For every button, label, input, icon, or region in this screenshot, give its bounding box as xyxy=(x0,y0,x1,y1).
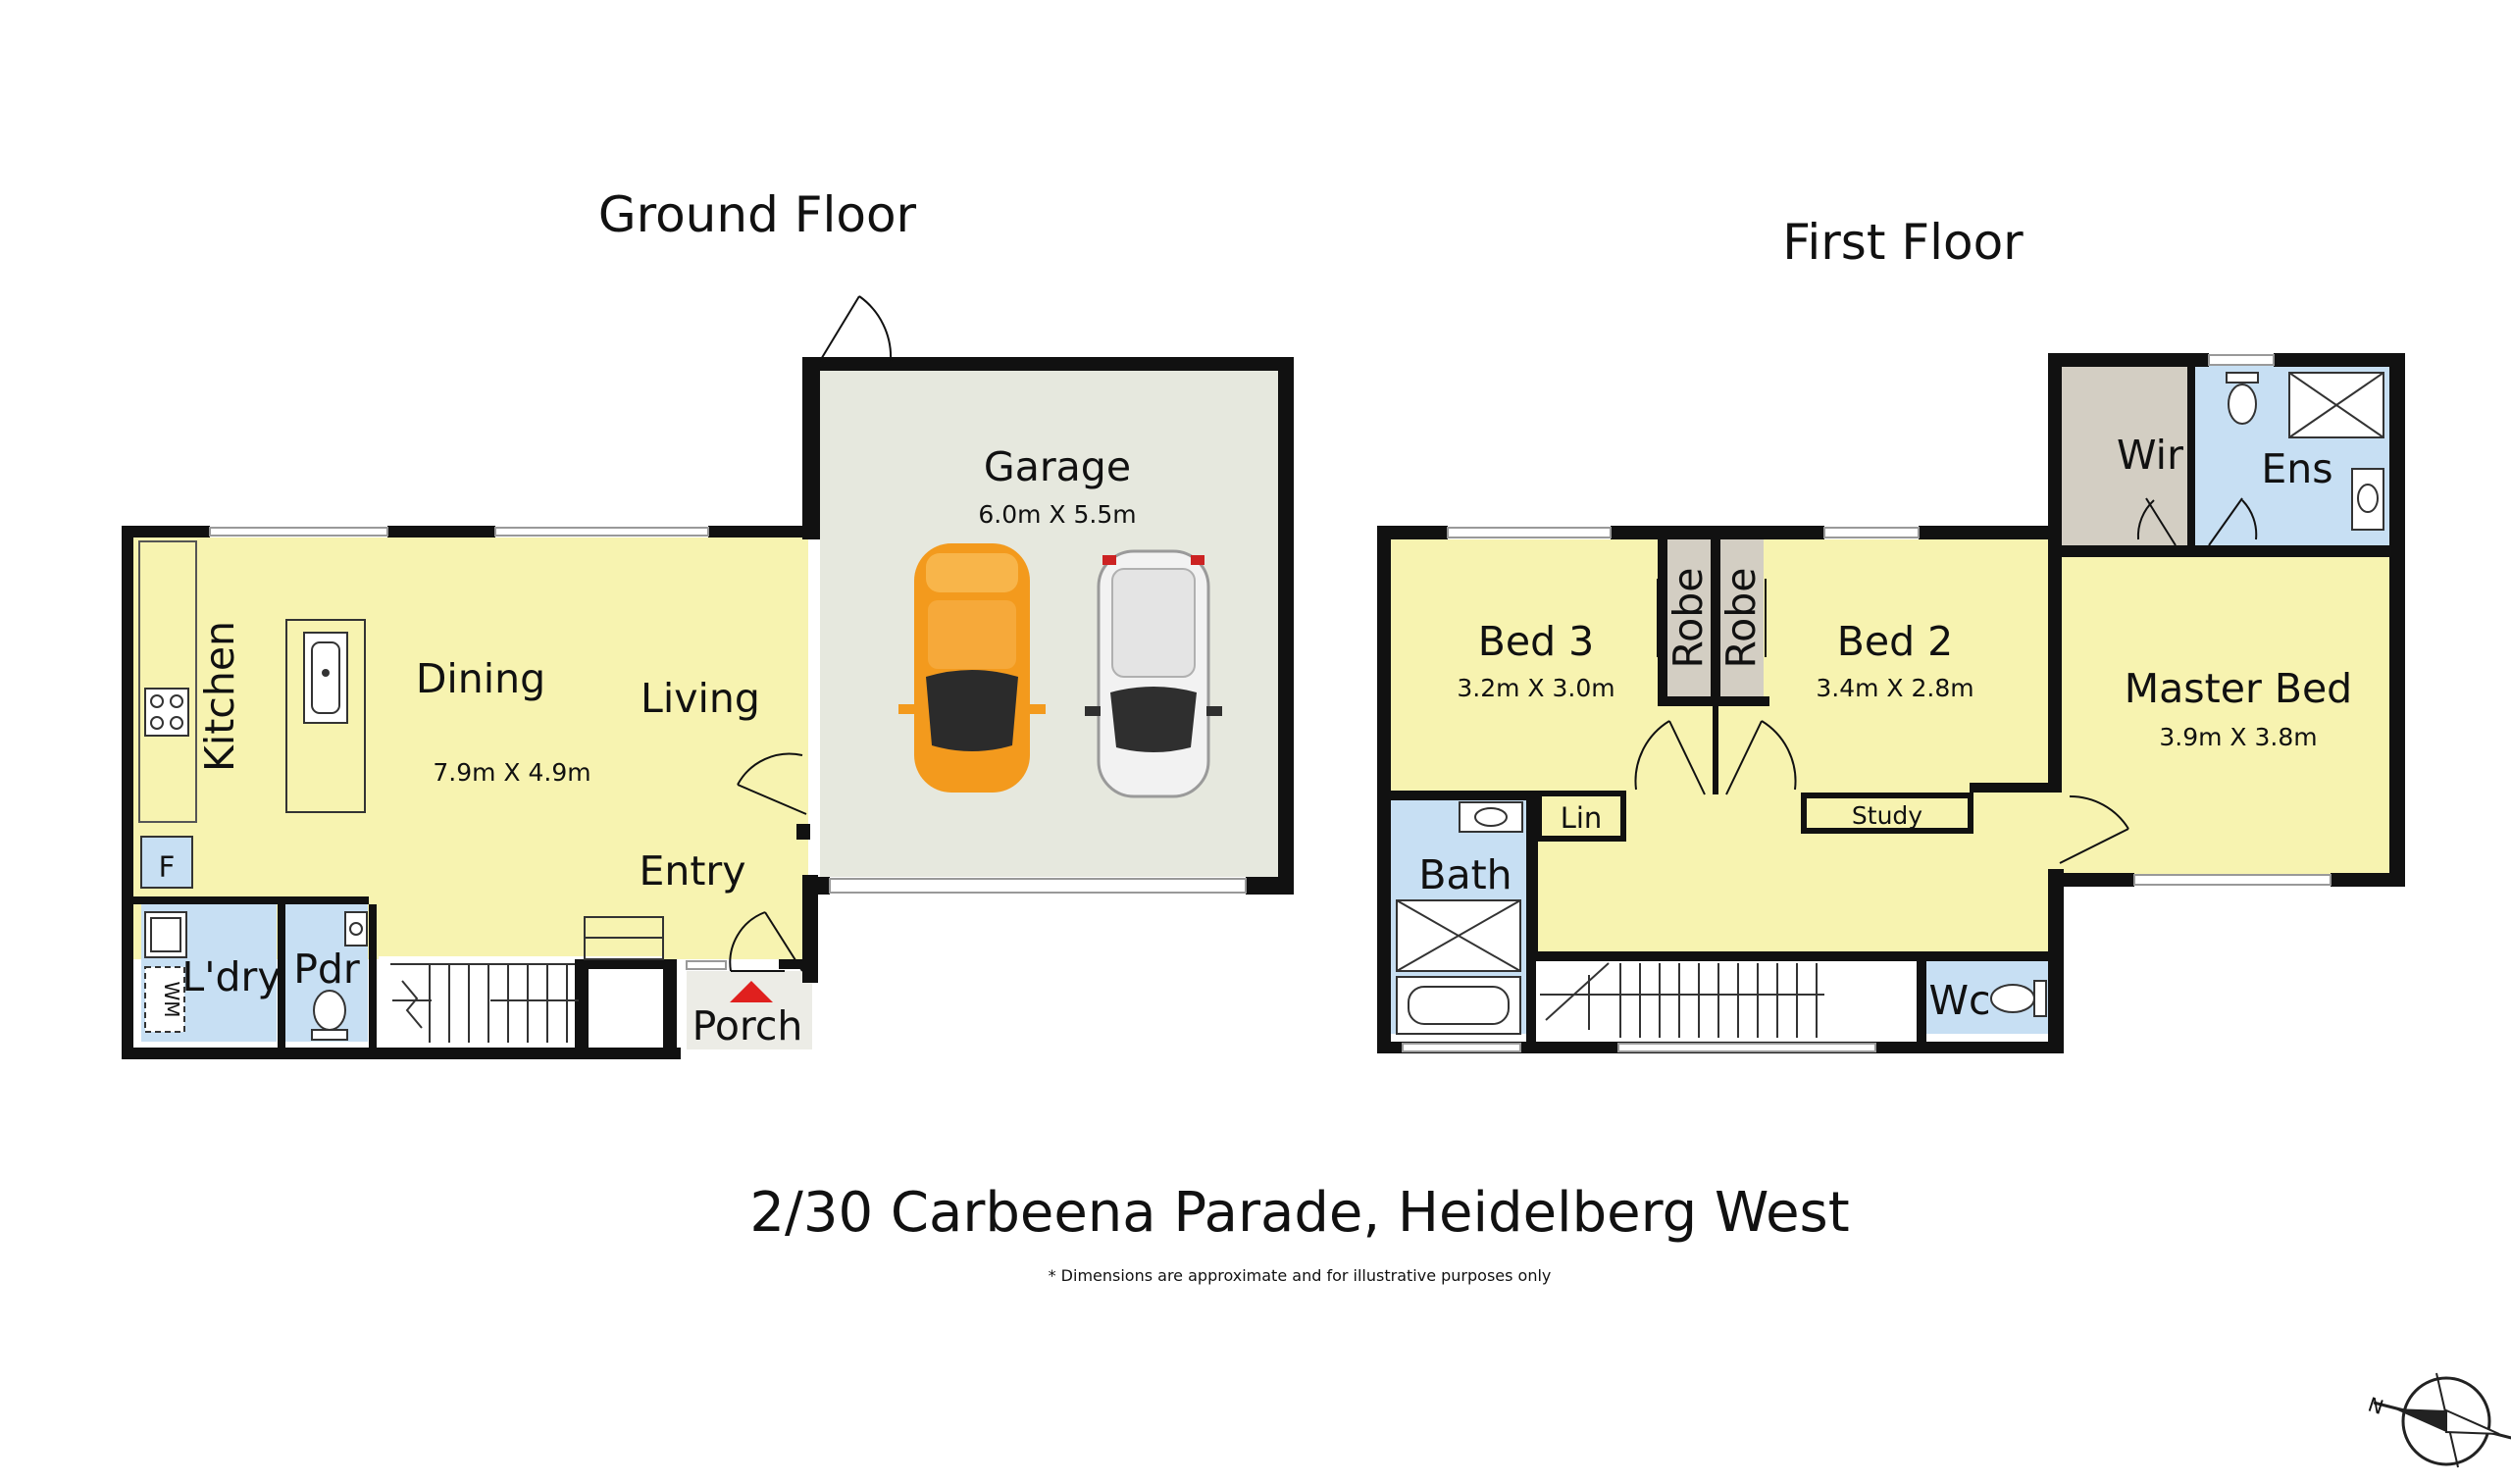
washing-machine-label: WM xyxy=(160,981,183,1017)
toilet-icon xyxy=(311,990,348,1041)
bath-label: Bath xyxy=(1418,851,1512,898)
bed3-label: Bed 3 xyxy=(1478,618,1595,665)
bed3-dimensions: 3.2m X 3.0m xyxy=(1457,674,1614,702)
master-bed-label: Master Bed xyxy=(2125,665,2352,712)
fridge-box xyxy=(140,836,193,889)
cooktop-icon xyxy=(144,688,189,737)
dining-label: Dining xyxy=(416,655,545,702)
lin-label: Lin xyxy=(1561,801,1603,835)
white-car-icon xyxy=(1085,549,1222,798)
living-dining-area xyxy=(133,537,808,959)
washing-machine-icon xyxy=(144,966,185,1033)
bedroom-doors xyxy=(1634,497,2258,864)
study-desk xyxy=(1807,798,1968,828)
property-address: 2/30 Carbeena Parade, Heidelberg West xyxy=(749,1181,1849,1245)
study-label: Study xyxy=(1852,801,1922,830)
master-bed-dimensions: 3.9m X 3.8m xyxy=(2159,723,2317,751)
basin-icon xyxy=(344,911,368,947)
laundry-label: L'dry xyxy=(181,953,281,1000)
bed2-label: Bed 2 xyxy=(1837,618,1954,665)
fridge-label: F xyxy=(159,850,176,884)
shower-icon xyxy=(2288,372,2384,438)
powder-label: Pdr xyxy=(293,946,360,993)
robe-sliding-doors xyxy=(1657,579,1767,657)
garage-label: Garage xyxy=(984,443,1131,490)
dining-dimensions: 7.9m X 4.9m xyxy=(433,758,590,787)
first-floor-title: First Floor xyxy=(1782,214,2024,271)
garage-internal-door xyxy=(737,752,807,815)
robe-2 xyxy=(1720,539,1764,696)
porch-label: Porch xyxy=(692,1002,803,1049)
linen-cupboard xyxy=(1542,796,1620,836)
ground-stairs xyxy=(390,916,664,1043)
kitchen-label: Kitchen xyxy=(196,621,243,772)
laundry-trough-icon xyxy=(144,911,187,958)
kitchen-bench xyxy=(138,540,197,823)
entry-marker-icon xyxy=(730,981,773,1002)
ensuite-toilet-icon xyxy=(2226,372,2259,425)
entry-label: Entry xyxy=(639,847,745,895)
entry-door xyxy=(729,911,803,972)
bath-vanity-icon xyxy=(1459,801,1523,833)
compass-north-label: N xyxy=(2365,1393,2386,1419)
ground-floor-title: Ground Floor xyxy=(598,186,917,243)
robe-1-label: Robe xyxy=(1665,568,1712,669)
ens-label: Ens xyxy=(2261,445,2332,492)
first-stairs xyxy=(1540,962,1824,1038)
ground-floor-walls xyxy=(122,357,1294,1059)
master-bed-floor xyxy=(2058,555,2389,875)
robe-2-label: Robe xyxy=(1717,568,1765,669)
sink-icon xyxy=(303,632,348,724)
orange-car-icon xyxy=(898,543,1046,793)
bed2-dimensions: 3.4m X 2.8m xyxy=(1816,674,1973,702)
first-stair-area xyxy=(1540,959,1917,1042)
garage-dimensions: 6.0m X 5.5m xyxy=(978,500,1136,529)
bath-shower-icon xyxy=(1396,899,1521,972)
robe-1 xyxy=(1667,539,1711,696)
wc-label: Wc xyxy=(1928,977,1990,1024)
wir-floor xyxy=(2058,365,2187,547)
bathtub-icon xyxy=(1396,976,1521,1035)
wc-toilet-icon xyxy=(1990,980,2047,1017)
ensuite-basin-icon xyxy=(2351,468,2384,531)
north-compass-icon: N xyxy=(2365,1372,2511,1468)
wir-label: Wir xyxy=(2117,432,2183,479)
first-floor-windows xyxy=(1402,354,2332,1052)
ground-floor-windows xyxy=(209,527,1247,970)
living-label: Living xyxy=(641,675,760,722)
dimensions-disclaimer: * Dimensions are approximate and for ill… xyxy=(1049,1266,1552,1285)
garage-side-door xyxy=(819,295,893,362)
